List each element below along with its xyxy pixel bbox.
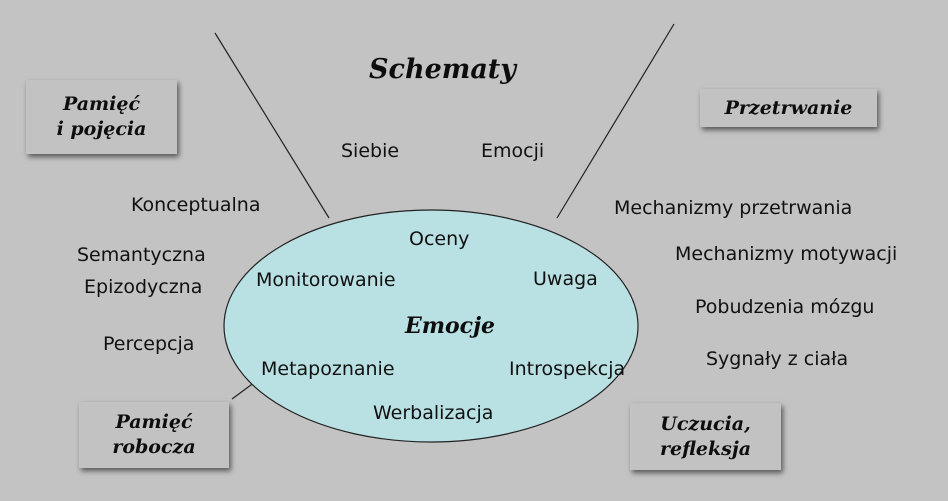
center-item-introspekcja: Introspekcja xyxy=(509,358,626,380)
schema-emocji: Emocji xyxy=(481,140,545,162)
right-item-mech-przetrwania: Mechanizmy przetrwania xyxy=(614,197,853,219)
center-item-metapoznanie: Metapoznanie xyxy=(261,358,395,380)
schema-siebie: Siebie xyxy=(341,140,400,162)
box-working-memory: Pamięć robocza xyxy=(79,402,229,468)
center-label-emocje: Emocje xyxy=(404,313,496,339)
box-feelings-reflection-label: Uczucia, refleksja xyxy=(659,412,752,460)
center-item-uwaga: Uwaga xyxy=(533,268,598,290)
box-memory-concepts-label: Pamięć i pojęcia xyxy=(56,93,147,140)
right-item-pobudzenia: Pobudzenia mózgu xyxy=(695,296,875,318)
box-survival-label: Przetrwanie xyxy=(724,96,853,119)
line-left-schemata xyxy=(214,32,330,219)
box-feelings-reflection: Uczucia, refleksja xyxy=(630,403,781,470)
box-memory-concepts: Pamięć i pojęcia xyxy=(26,80,177,154)
right-item-mech-motywacji: Mechanizmy motywacji xyxy=(675,243,898,265)
box-survival: Przetrwanie xyxy=(700,89,877,127)
emotion-ellipse xyxy=(223,209,639,443)
center-item-werbalizacja: Werbalizacja xyxy=(373,402,494,424)
left-item-konceptualna: Konceptualna xyxy=(131,194,261,216)
schematy-title: Schematy xyxy=(369,54,516,85)
right-item-sygnaly: Sygnały z ciała xyxy=(706,348,849,370)
center-item-oceny: Oceny xyxy=(409,228,470,250)
left-item-percepcja: Percepcja xyxy=(103,333,195,355)
center-item-monitorowanie: Monitorowanie xyxy=(256,269,396,291)
line-right-schemata xyxy=(556,23,675,219)
left-item-epizodyczna: Epizodyczna xyxy=(84,276,203,298)
box-working-memory-label: Pamięć robocza xyxy=(112,411,196,458)
left-item-semantyczna: Semantyczna xyxy=(77,244,206,266)
